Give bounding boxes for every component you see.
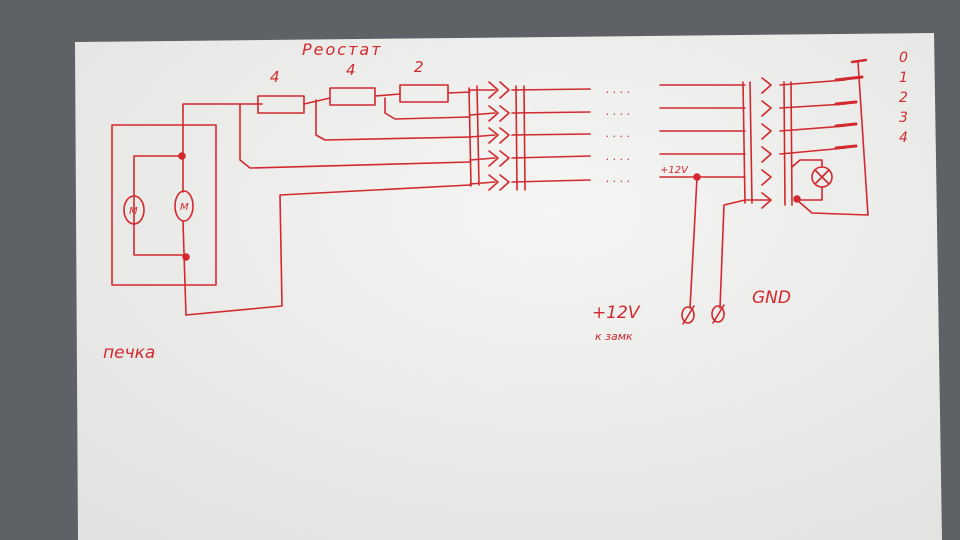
switch-wire-2 [779, 125, 846, 132]
harness-dots: . . . . [606, 150, 630, 163]
lamp-wire-top [791, 159, 823, 168]
tap-2 [315, 99, 471, 141]
motor-wire-lower [182, 221, 187, 316]
paper-sheet [75, 33, 942, 540]
ground-label: GND [752, 288, 791, 308]
supply-label: +12V [592, 303, 641, 323]
socket-bar-right [790, 81, 793, 206]
connector-bar-right [749, 81, 753, 204]
motor-inner-loop [133, 155, 189, 256]
socket-bar-right [783, 81, 786, 206]
ground-terminal [711, 305, 725, 323]
harness-dots: . . . . [606, 83, 630, 96]
supply-wire [689, 176, 698, 309]
connector-bar-right [742, 81, 746, 204]
harness-wire [511, 133, 591, 136]
switch-wire-3 [779, 147, 846, 155]
tap-1 [239, 103, 471, 169]
harness-dots: . . . . [606, 105, 630, 118]
pin-arrow [488, 150, 499, 167]
pin-arrow [499, 150, 510, 167]
pin-arrow [761, 192, 772, 209]
switch-position-2: 2 [899, 90, 908, 106]
motor-2-label: M [180, 202, 189, 213]
supply-terminal [681, 306, 695, 324]
supply-note: к замк [595, 330, 633, 343]
resistor-2-value: 4 [346, 61, 356, 79]
harness-wire [511, 155, 591, 159]
switch-position-0: 0 [899, 50, 908, 66]
lamp-return [796, 199, 869, 216]
lamp-wire-bottom [796, 186, 823, 201]
switch-top-tick [850, 58, 868, 64]
pin-arrow [499, 127, 510, 144]
connector-wire-5 [469, 181, 496, 185]
harness-wire [511, 88, 591, 91]
pin-arrow [761, 77, 772, 94]
pin-arrow [761, 123, 772, 140]
motor-1-symbol [123, 195, 145, 225]
harness-wire [511, 179, 591, 183]
switch-contact [834, 144, 858, 150]
pin-arrow [761, 146, 772, 163]
pin-arrow [499, 81, 510, 99]
harness-dots: . . . . [606, 127, 630, 140]
rheostat-link [447, 91, 471, 94]
rheostat-title: Реостат [302, 40, 383, 59]
switch-wire-0 [779, 79, 846, 86]
switch-contact [834, 122, 858, 128]
connector-wire-3 [469, 134, 496, 138]
connector-wire-4 [469, 157, 496, 161]
switch-position-1: 1 [899, 70, 908, 86]
pin-arrow [488, 81, 499, 99]
pin-arrow [499, 174, 510, 191]
supply-terminal-slash [682, 305, 695, 325]
ground-terminal-slash [712, 304, 725, 324]
pin-arrow [761, 100, 772, 117]
pin-arrow [488, 127, 499, 144]
harness-wire [511, 111, 591, 114]
junction-dot [182, 253, 190, 261]
connector-bar [476, 85, 480, 186]
ground-wire [719, 199, 746, 309]
harness-dots: . . . . [606, 172, 630, 185]
return-wire [185, 184, 471, 316]
supply-label-small: +12V [660, 165, 689, 176]
labels: Реостат 4 4 2 M M печка . . . . . . . . … [103, 40, 908, 363]
rheostat-link [374, 93, 401, 97]
feed-wire [182, 103, 263, 111]
pin-arrow [499, 105, 510, 122]
junction-dot [178, 152, 186, 160]
heater-label: печка [103, 343, 155, 363]
socket-bar [515, 85, 518, 191]
pin-arrow [488, 105, 499, 122]
switch-wire-1 [779, 103, 846, 109]
socket-bar [523, 85, 526, 191]
rheostat-link [303, 97, 331, 105]
pin-arrow [761, 169, 772, 186]
pin-arrow [488, 174, 499, 191]
switch-position-4: 4 [899, 130, 908, 146]
connector-wire-2 [469, 112, 496, 116]
motor-1-label: M [129, 206, 138, 217]
switch-contact [834, 100, 858, 106]
motor-2-symbol [174, 190, 194, 222]
switch-wiper-bar [857, 61, 869, 216]
switch-contact [834, 75, 864, 82]
schematic [111, 58, 869, 325]
motor-enclosure [111, 124, 217, 286]
resistor-3-value: 2 [414, 58, 424, 76]
lamp-cross [814, 169, 830, 185]
tap-3 [384, 97, 471, 120]
resistor-1-value: 4 [270, 68, 280, 86]
junction-dot [793, 195, 801, 203]
switch-position-3: 3 [899, 110, 908, 126]
